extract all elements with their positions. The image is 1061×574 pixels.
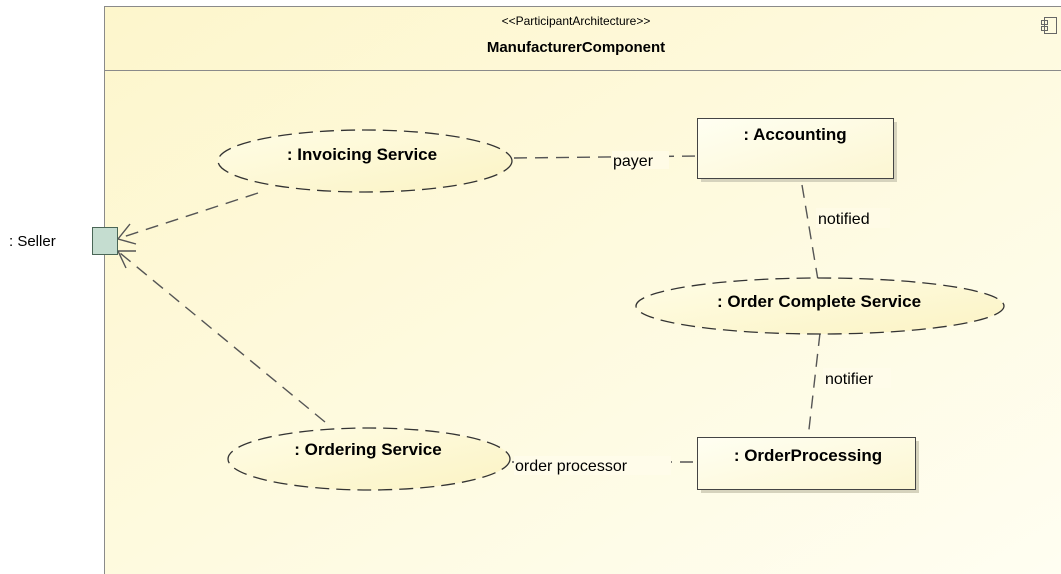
component-stereotype: <<ParticipantArchitecture>> xyxy=(502,14,651,28)
part-accounting[interactable]: : Accounting xyxy=(697,118,898,183)
collaboration-ordering-service[interactable]: : Ordering Service xyxy=(227,427,511,491)
role-label-notified-group: notified xyxy=(816,208,890,228)
connector-ordering-seller[interactable] xyxy=(119,252,326,423)
collaboration-invoicing-label: : Invoicing Service xyxy=(287,145,437,164)
collaboration-order-complete-service[interactable]: : Order Complete Service xyxy=(635,277,1005,335)
collaboration-order-complete-label: : Order Complete Service xyxy=(717,292,921,311)
role-label-payer: payer xyxy=(613,153,654,170)
connector-accounting-ordercomplete[interactable] xyxy=(801,184,819,281)
seller-port-label: : Seller xyxy=(9,233,56,250)
role-label-notified: notified xyxy=(818,211,870,228)
component-icon xyxy=(1041,17,1057,34)
connector-ordercomplete-orderprocessing[interactable] xyxy=(807,332,821,439)
collaboration-ordering-label: : Ordering Service xyxy=(294,440,441,459)
collaboration-invoicing-service[interactable]: : Invoicing Service xyxy=(217,129,513,193)
part-order-processing[interactable]: : OrderProcessing xyxy=(697,437,920,494)
role-label-payer-group: payer xyxy=(612,151,669,170)
part-order-processing-label: : OrderProcessing xyxy=(734,446,882,465)
component-name: ManufacturerComponent xyxy=(487,39,665,56)
connector-invoicing-seller[interactable] xyxy=(119,192,259,239)
part-accounting-label: : Accounting xyxy=(743,125,846,144)
role-label-order-processor: order processor xyxy=(515,458,628,475)
role-label-notifier-group: notifier xyxy=(823,368,891,388)
role-label-notifier: notifier xyxy=(825,371,874,388)
seller-port[interactable] xyxy=(92,227,118,255)
role-label-order-processor-group: order processor xyxy=(514,456,671,475)
